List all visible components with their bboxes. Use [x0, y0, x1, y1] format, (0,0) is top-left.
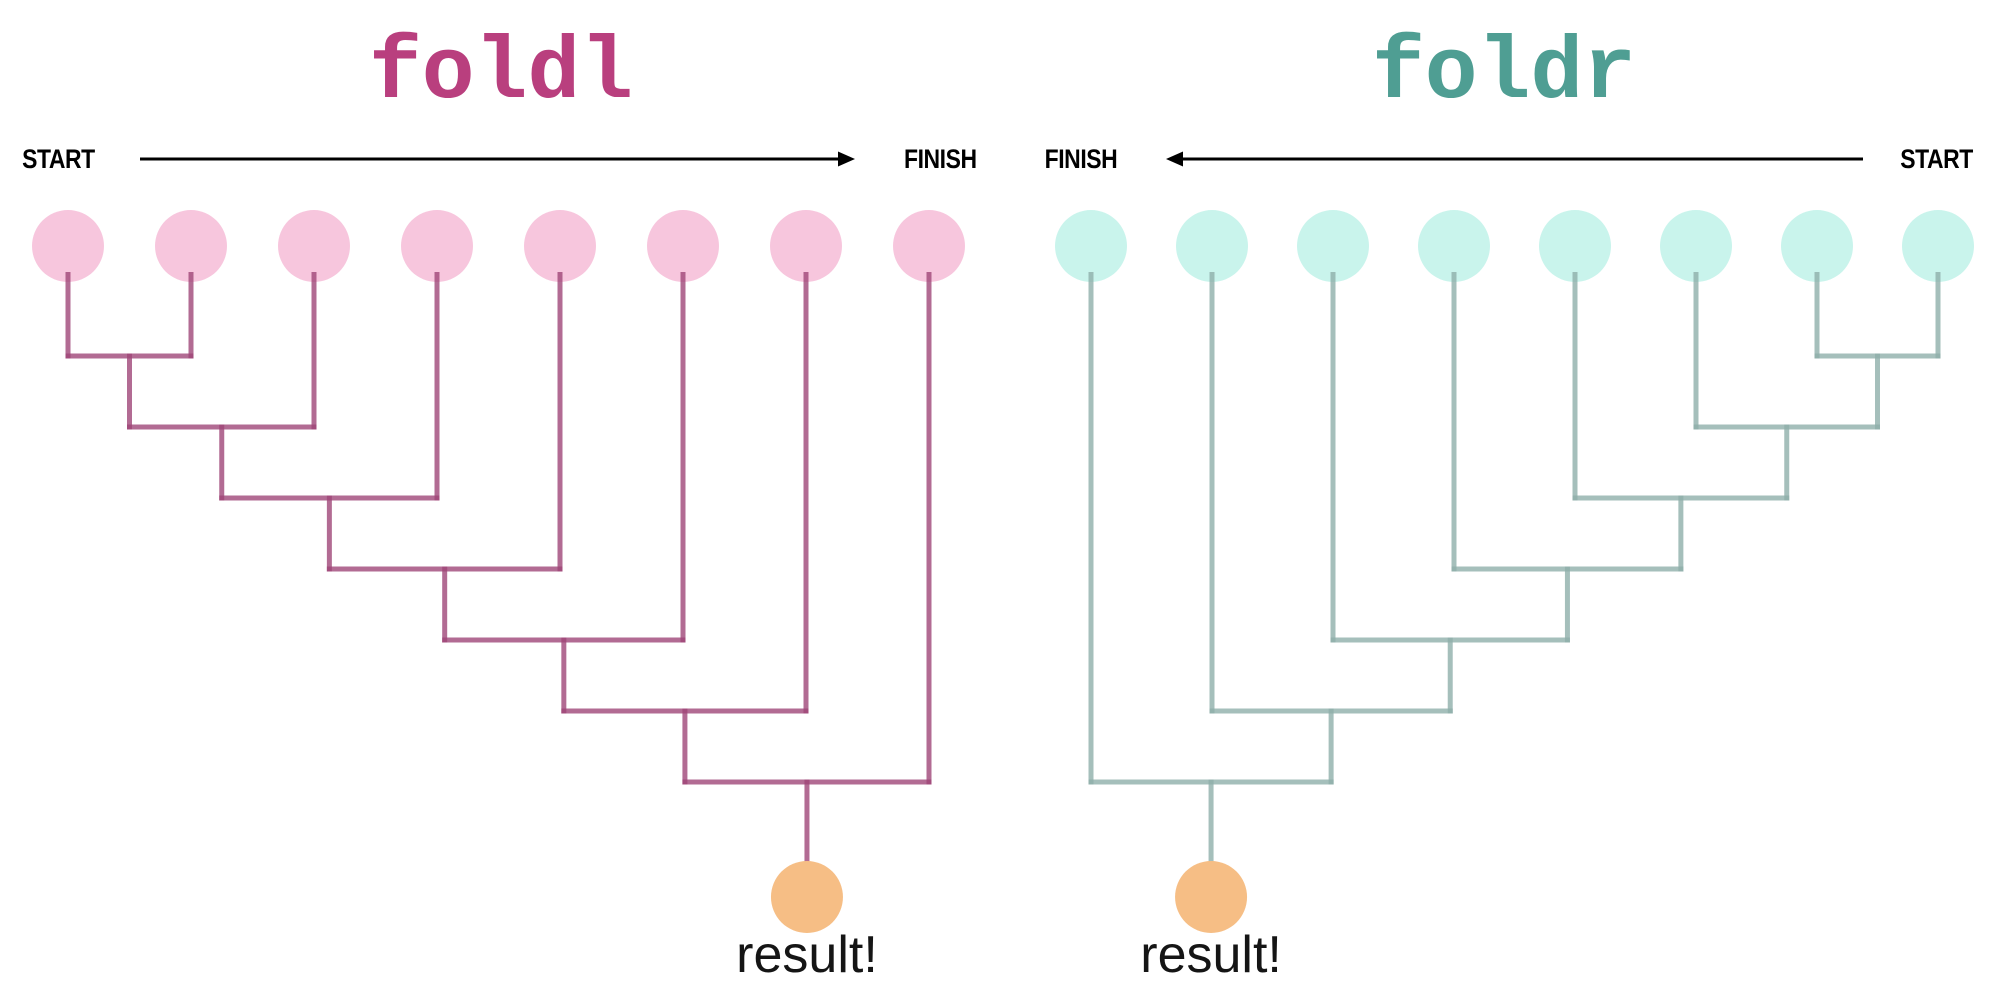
foldl-node-circle [401, 210, 473, 282]
foldr-node-circles [1055, 210, 1974, 282]
foldl-tree [32, 210, 965, 933]
foldl-node-circle [647, 210, 719, 282]
foldl-connectors [65, 272, 932, 863]
foldl-node-circle [524, 210, 596, 282]
foldl-node-circle [32, 210, 104, 282]
foldr-result-circle [1175, 861, 1248, 933]
foldr-arrowhead-left-icon [1166, 151, 1183, 167]
foldr-node-circle [1660, 210, 1732, 282]
foldr-axis-start-label: START [1900, 144, 1974, 174]
foldl-result-circle [770, 861, 843, 933]
foldl-result-label: result! [736, 926, 878, 984]
foldr-result-label: result! [1140, 926, 1282, 984]
foldr-tree [1055, 210, 1974, 933]
foldl-node-circle [893, 210, 965, 282]
foldl-title: foldl [369, 25, 633, 124]
foldr-node-circle [1418, 210, 1490, 282]
foldl-node-circle [278, 210, 350, 282]
foldr-node-circle [1539, 210, 1611, 282]
foldl-axis-labels: START FINISH [22, 144, 977, 174]
foldr-axis-finish-label: FINISH [1045, 144, 1118, 174]
foldr-axis-labels: FINISH START [1045, 144, 1975, 174]
foldl-node-circle [770, 210, 842, 282]
foldl-node-circle [155, 210, 227, 282]
foldr-node-circle [1297, 210, 1369, 282]
foldl-panel: foldl START FINISH result! [22, 25, 977, 984]
foldr-node-circle [1055, 210, 1127, 282]
foldr-node-circle [1781, 210, 1853, 282]
foldr-title: foldr [1372, 25, 1636, 124]
foldr-connectors [1088, 272, 1941, 863]
foldl-node-circles [32, 210, 965, 282]
foldr-node-circle [1176, 210, 1248, 282]
foldl-arrowhead-right-icon [838, 151, 855, 167]
foldr-panel: foldr FINISH START result! [1045, 25, 1975, 984]
foldl-axis-finish-label: FINISH [904, 144, 977, 174]
foldr-node-circle [1902, 210, 1974, 282]
foldl-axis-start-label: START [22, 144, 96, 174]
